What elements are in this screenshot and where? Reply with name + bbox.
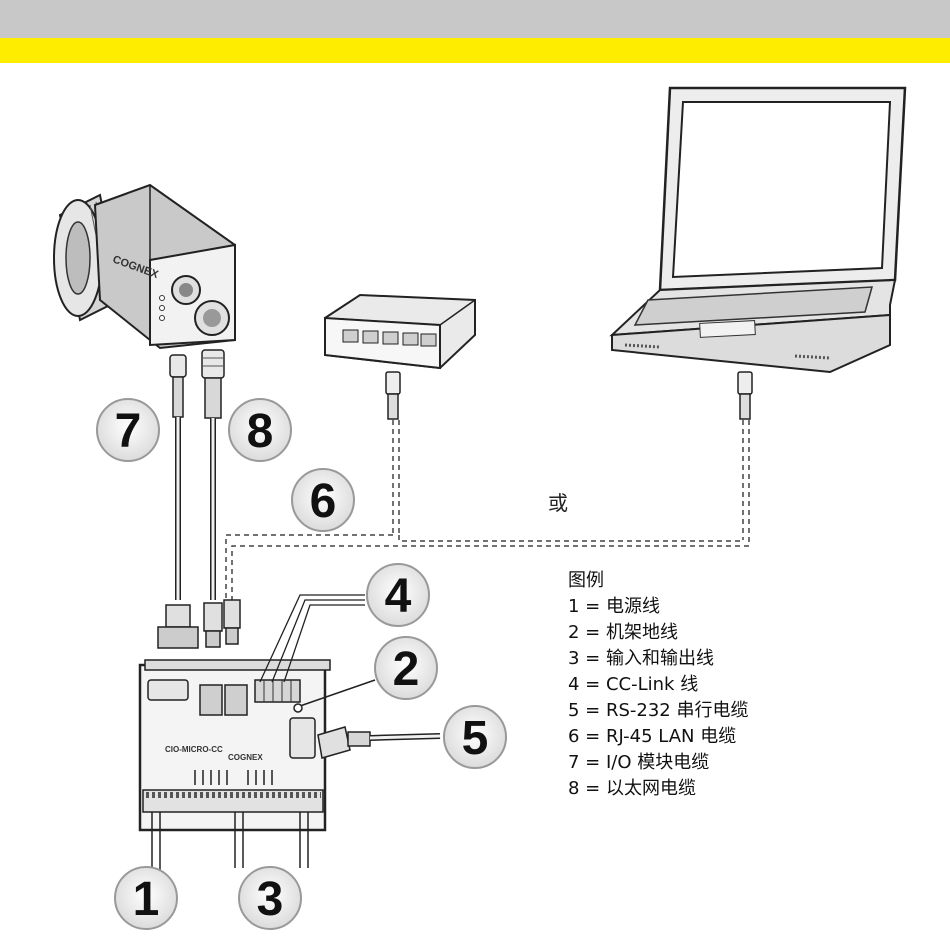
legend-item: 2 = 机架地线 <box>568 620 828 646</box>
legend: 图例 1 = 电源线 2 = 机架地线 3 = 输入和输出线 4 = CC-Li… <box>568 568 828 802</box>
callout-1: 1 <box>115 867 177 929</box>
io-module: CIO-MICRO-CC COGNEX <box>140 660 330 830</box>
svg-text:1: 1 <box>133 873 160 926</box>
callout-5: 5 <box>444 706 506 768</box>
legend-item: 8 = 以太网电缆 <box>568 776 828 802</box>
callout-4: 4 <box>367 564 429 626</box>
rs232-cable <box>318 727 440 758</box>
legend-item: 3 = 输入和输出线 <box>568 646 828 672</box>
legend-item: 1 = 电源线 <box>568 594 828 620</box>
svg-text:4: 4 <box>385 570 412 623</box>
svg-text:8: 8 <box>247 405 274 458</box>
module-brand-label: COGNEX <box>228 753 263 762</box>
legend-item: 6 = RJ-45 LAN 电缆 <box>568 724 828 750</box>
callout-2: 2 <box>375 637 437 699</box>
callout-7: 7 <box>97 399 159 461</box>
svg-text:7: 7 <box>115 405 142 458</box>
network-switch <box>325 295 475 368</box>
ethernet-cable <box>202 350 224 647</box>
callout-3: 3 <box>239 867 301 929</box>
legend-item: 4 = CC-Link 线 <box>568 672 828 698</box>
callout-8: 8 <box>229 399 291 461</box>
camera: COGNEX <box>54 185 235 348</box>
lan-plug-module <box>224 600 240 644</box>
legend-item: 5 = RS-232 串行电缆 <box>568 698 828 724</box>
legend-title: 图例 <box>568 568 828 594</box>
svg-text:2: 2 <box>393 643 420 696</box>
laptop-lan-plug <box>738 372 752 546</box>
svg-text:5: 5 <box>462 712 489 765</box>
or-label: 或 <box>548 487 568 516</box>
io-module-cable <box>158 355 198 648</box>
module-model-label: CIO-MICRO-CC <box>165 745 223 754</box>
svg-text:6: 6 <box>310 475 337 528</box>
laptop <box>612 88 905 372</box>
switch-lan-plug <box>386 372 400 535</box>
callout-6: 6 <box>292 469 354 531</box>
svg-text:3: 3 <box>257 873 284 926</box>
legend-item: 7 = I/O 模块电缆 <box>568 750 828 776</box>
